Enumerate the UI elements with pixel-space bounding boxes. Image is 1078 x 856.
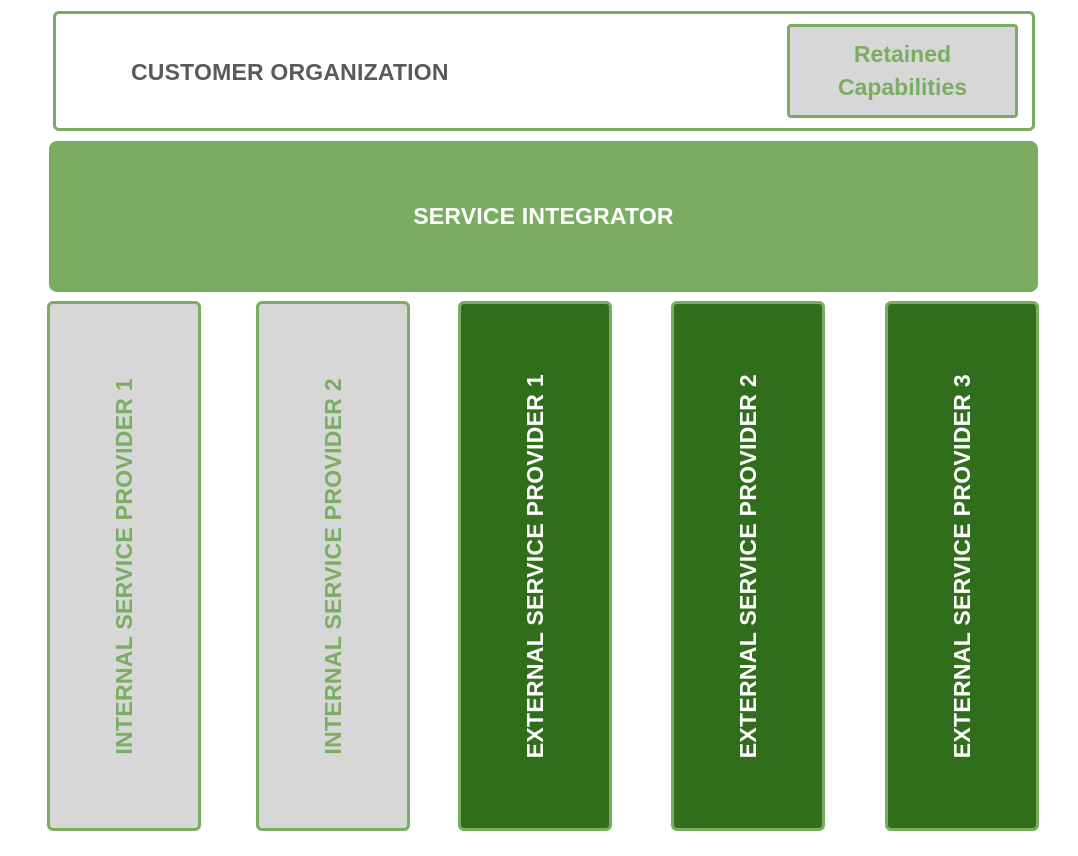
provider-label: INTERNAL SERVICE PROVIDER 1 <box>110 377 137 755</box>
retained-capabilities-box: Retained Capabilities <box>787 24 1018 118</box>
internal-service-provider-2: INTERNAL SERVICE PROVIDER 2 <box>256 301 410 831</box>
retained-capabilities-label: Retained Capabilities <box>837 41 968 100</box>
internal-service-provider-1: INTERNAL SERVICE PROVIDER 1 <box>47 301 201 831</box>
provider-label: INTERNAL SERVICE PROVIDER 2 <box>319 377 346 755</box>
external-service-provider-3: EXTERNAL SERVICE PROVIDER 3 <box>885 301 1039 831</box>
provider-label: EXTERNAL SERVICE PROVIDER 3 <box>948 373 975 759</box>
customer-organization-box: CUSTOMER ORGANIZATION Retained Capabilit… <box>53 11 1035 131</box>
service-integrator-bar: SERVICE INTEGRATOR <box>49 141 1038 292</box>
customer-organization-title: CUSTOMER ORGANIZATION <box>131 59 449 85</box>
provider-label: EXTERNAL SERVICE PROVIDER 2 <box>734 373 761 759</box>
service-integrator-label: SERVICE INTEGRATOR <box>413 203 674 229</box>
provider-label: EXTERNAL SERVICE PROVIDER 1 <box>521 373 548 759</box>
external-service-provider-1: EXTERNAL SERVICE PROVIDER 1 <box>458 301 612 831</box>
external-service-provider-2: EXTERNAL SERVICE PROVIDER 2 <box>671 301 825 831</box>
